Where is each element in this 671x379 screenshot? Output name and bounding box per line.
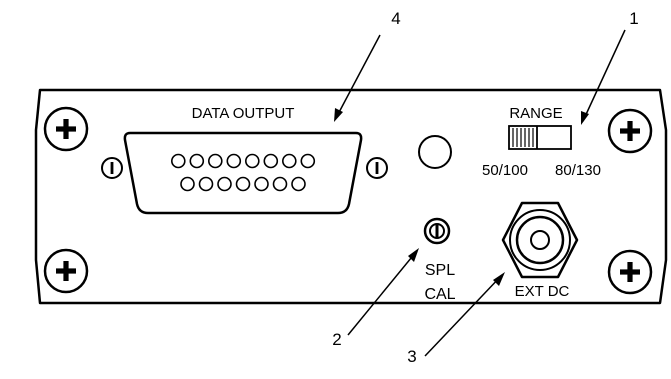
connector-pin bbox=[171, 153, 186, 169]
trimmer-icon[interactable] bbox=[423, 217, 451, 245]
indicator-hole-icon bbox=[418, 135, 452, 169]
range-high-label: 80/130 bbox=[555, 162, 601, 179]
range-low-label: 50/100 bbox=[482, 162, 528, 179]
slide-switch-icon[interactable] bbox=[508, 125, 572, 150]
data-output-label: DATA OUTPUT bbox=[192, 105, 295, 122]
connector-pin bbox=[189, 153, 205, 169]
callout-1-arrow bbox=[581, 111, 589, 125]
callout-3-leader bbox=[424, 274, 503, 357]
connector-pin bbox=[272, 176, 288, 192]
plus-screw-icon bbox=[43, 248, 89, 294]
callout-1-leader bbox=[582, 29, 626, 122]
callout-4-arrow bbox=[334, 108, 343, 122]
connector-pin bbox=[254, 176, 269, 192]
callout-2-arrow bbox=[408, 248, 419, 262]
callout-1: 1 bbox=[629, 9, 638, 28]
cal-label: CAL bbox=[424, 286, 455, 303]
callout-4-leader bbox=[335, 34, 381, 119]
plus-screw-icon bbox=[607, 249, 653, 295]
connector-pin bbox=[300, 153, 316, 169]
callout-2-leader bbox=[347, 251, 417, 336]
slot-screw-icon bbox=[101, 157, 123, 179]
slot-screw-icon bbox=[366, 157, 388, 179]
connector-pin bbox=[281, 153, 297, 169]
connector-pins bbox=[171, 153, 316, 192]
callout-4: 4 bbox=[391, 9, 400, 28]
ext-dc-label: EXT DC bbox=[515, 283, 570, 300]
db15-connector-icon bbox=[123, 131, 363, 215]
dc-jack-icon bbox=[501, 201, 579, 279]
spl-label: SPL bbox=[425, 262, 455, 279]
connector-pin bbox=[217, 176, 232, 192]
connector-pin bbox=[235, 176, 251, 192]
plus-screw-icon bbox=[43, 106, 89, 152]
callout-2: 2 bbox=[332, 330, 341, 349]
callout-3: 3 bbox=[407, 347, 416, 366]
connector-pin bbox=[263, 153, 279, 169]
connector-pin bbox=[180, 176, 195, 192]
panel-outline bbox=[34, 88, 668, 305]
connector-pin bbox=[198, 176, 214, 192]
connector-pin bbox=[291, 176, 306, 192]
connector-pin bbox=[226, 153, 242, 169]
connector-pin bbox=[245, 153, 260, 169]
plus-screw-icon bbox=[607, 108, 653, 154]
callout-3-arrow bbox=[493, 272, 505, 286]
connector-pin bbox=[208, 153, 223, 169]
range-label: RANGE bbox=[509, 105, 562, 122]
